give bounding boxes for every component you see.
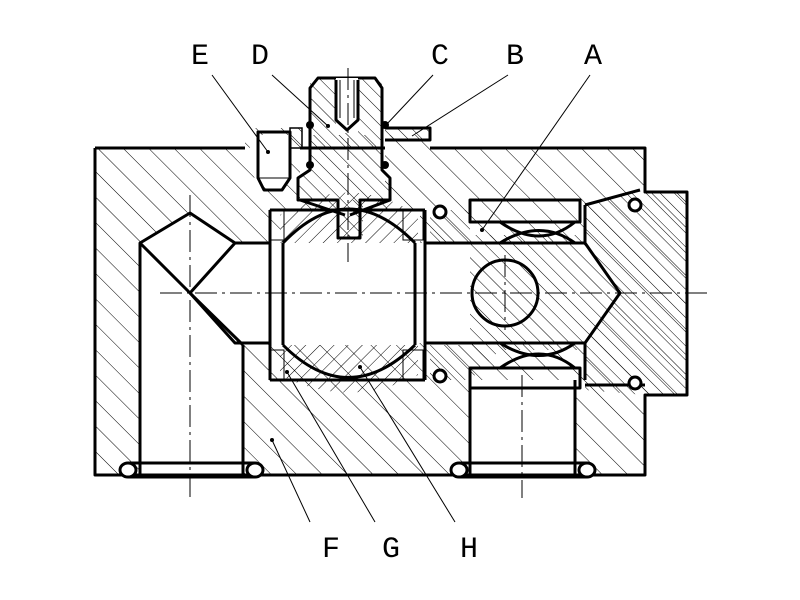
callout-labels: E D C B A F G H — [191, 40, 602, 567]
label-e: E — [191, 40, 209, 74]
leader-g — [286, 371, 376, 523]
label-g: G — [382, 533, 400, 567]
leader-h — [359, 366, 456, 523]
label-h: H — [460, 533, 478, 567]
leader-a — [481, 74, 591, 231]
label-a: A — [584, 40, 602, 74]
stem-seals — [306, 121, 432, 169]
leader-lines — [211, 74, 591, 523]
stop-pin — [256, 127, 303, 192]
ball — [280, 192, 418, 393]
leader-c — [385, 74, 434, 126]
label-f: F — [322, 533, 340, 567]
leader-d — [271, 74, 329, 127]
leader-e — [211, 74, 269, 153]
stem — [296, 76, 392, 240]
o-rings — [118, 197, 643, 479]
label-d: D — [251, 40, 269, 74]
center-lines — [160, 68, 710, 500]
leader-b — [411, 74, 509, 137]
leader-f — [271, 439, 311, 523]
label-b: B — [506, 40, 524, 74]
label-c: C — [431, 40, 449, 74]
